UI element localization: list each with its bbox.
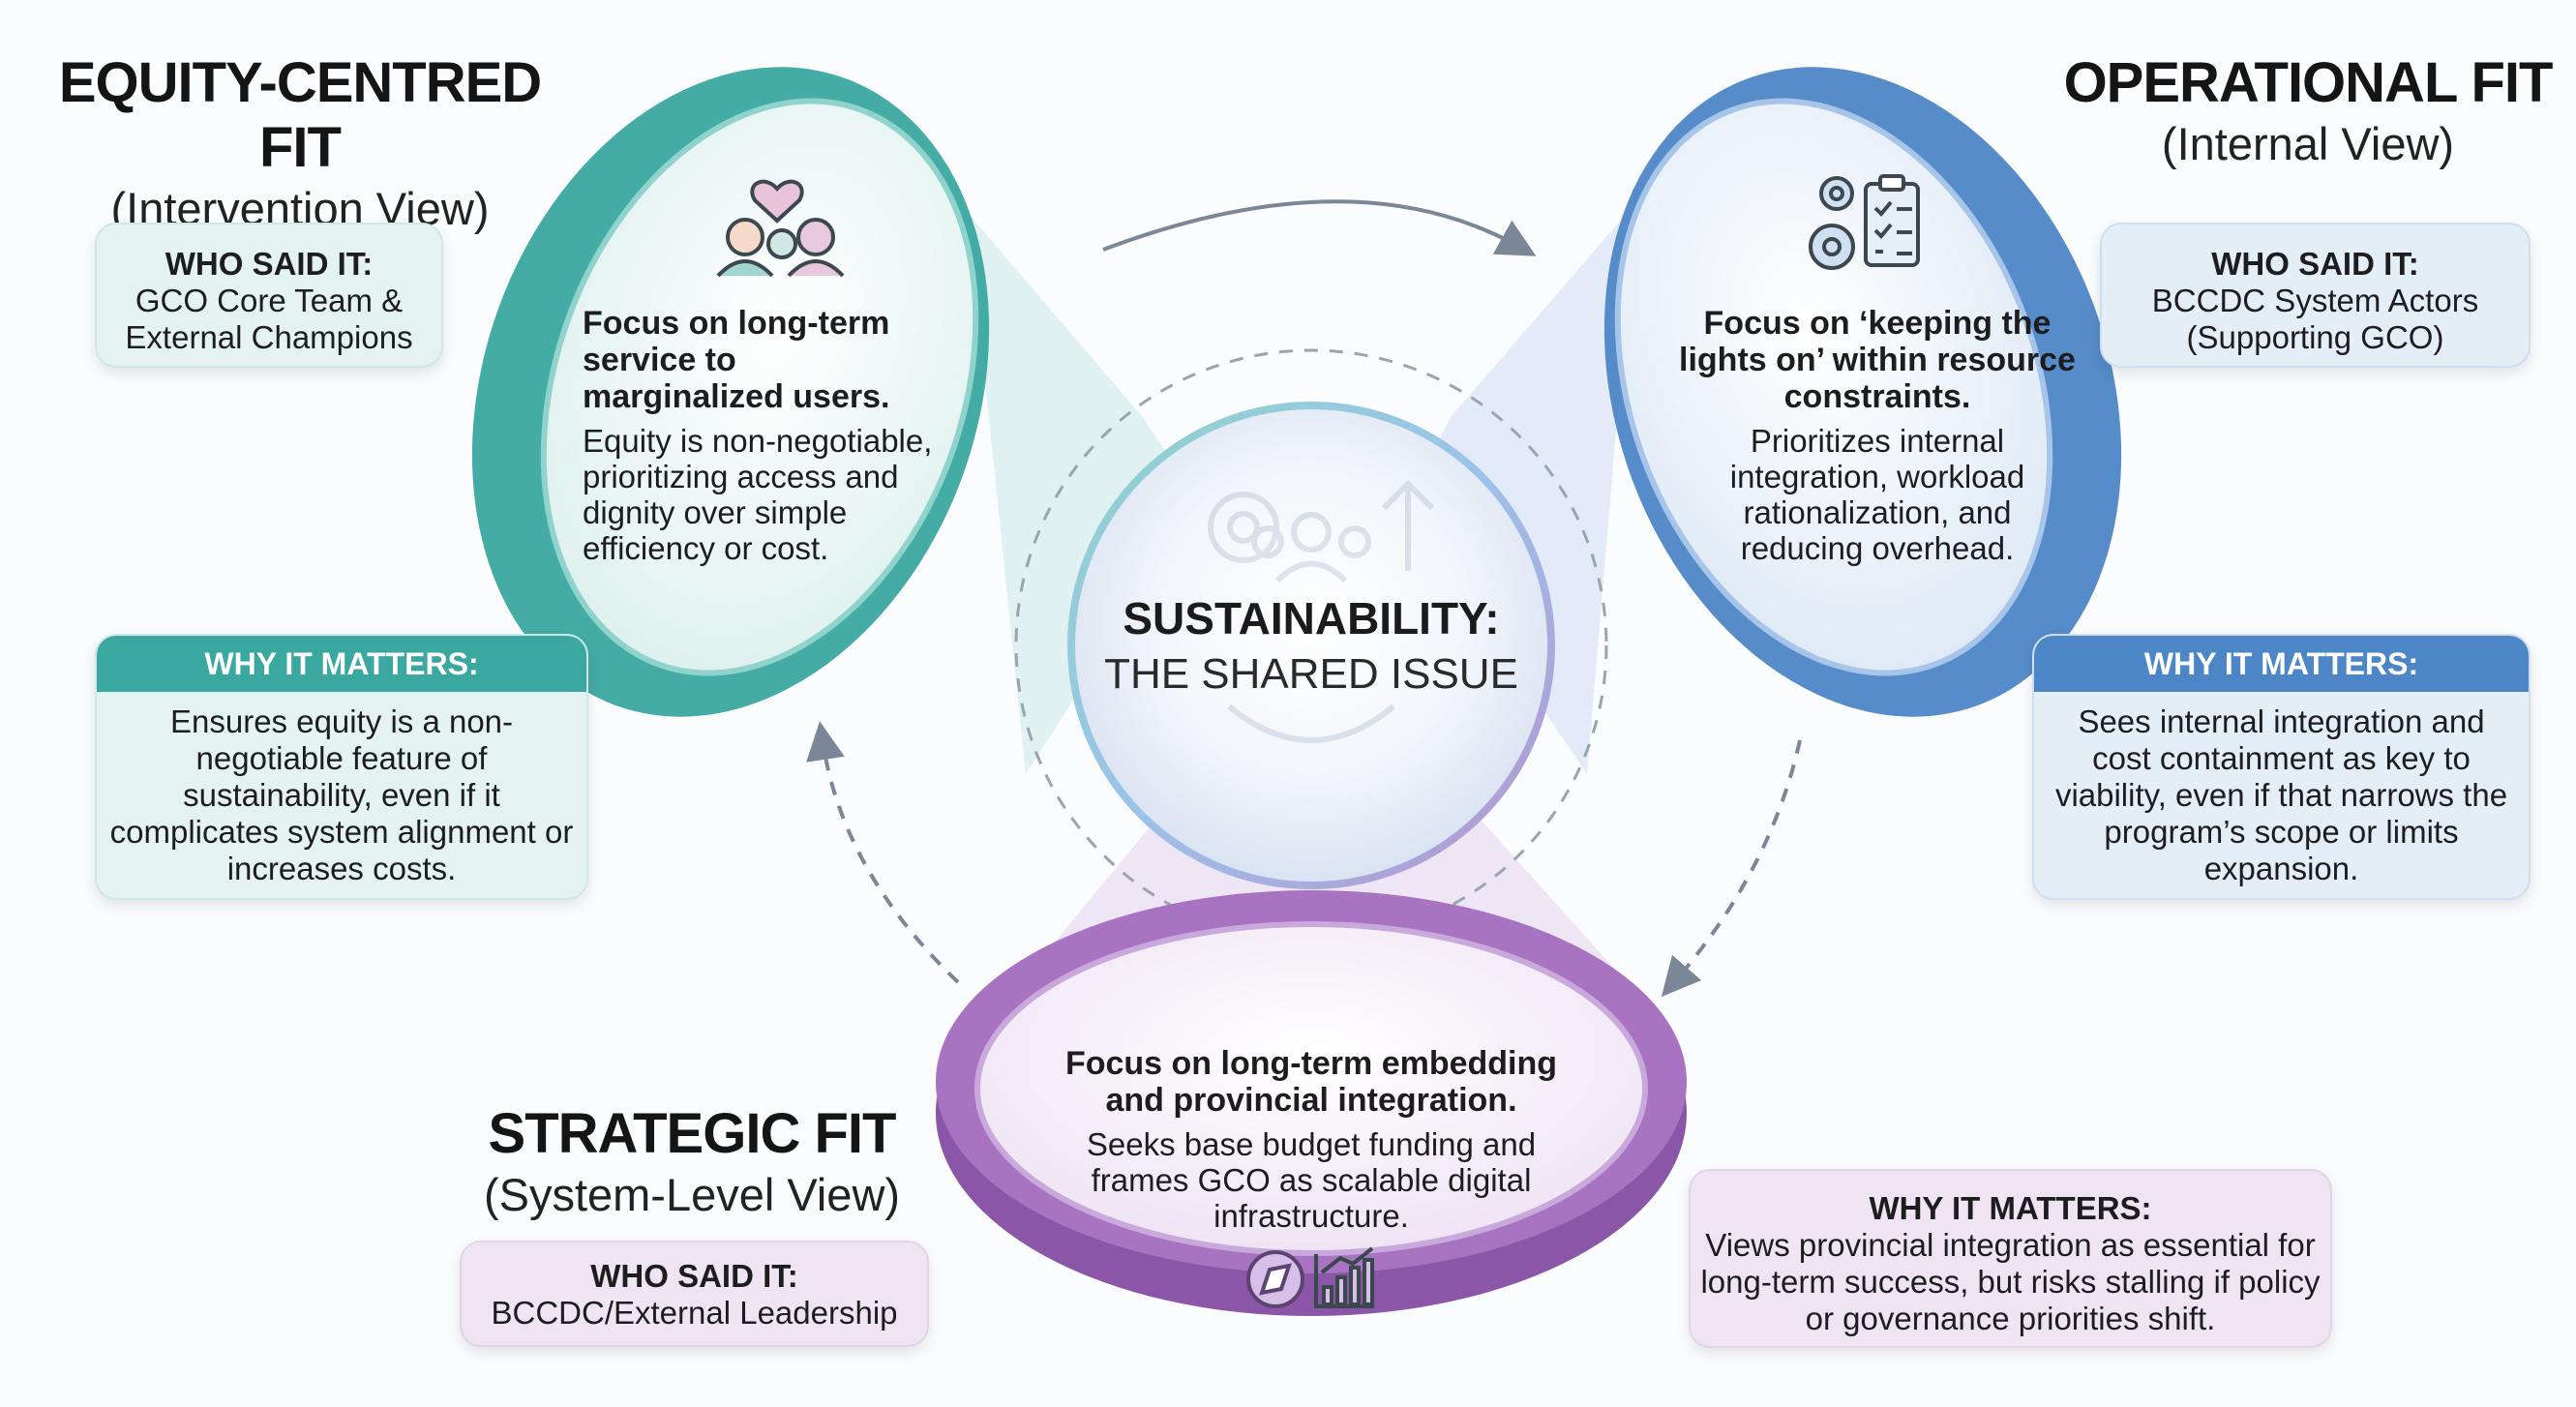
operational-why-value: Sees internal integration and cost conta…	[2054, 704, 2508, 886]
growth-chart-icon	[1314, 1246, 1374, 1308]
equity-who-box: WHO SAID IT: GCO Core Team & External Ch…	[95, 223, 443, 368]
operational-focus: Focus on ‘keeping the lights on’ within …	[1679, 305, 2076, 415]
strategic-description: Seeks base budget funding and frames GCO…	[1086, 1126, 1537, 1234]
equity-why-label: WHY IT MATTERS:	[97, 636, 586, 692]
operational-why-box: WHY IT MATTERS: Sees internal integratio…	[2032, 634, 2531, 900]
strategic-who-box: WHO SAID IT: BCCDC/External Leadership	[460, 1241, 929, 1347]
operational-lens-text: Focus on ‘keeping the lights on’ within …	[1679, 305, 2076, 566]
strategic-why-label: WHY IT MATTERS:	[1869, 1190, 2152, 1226]
strategic-title: STRATEGIC FIT	[488, 1102, 897, 1165]
operational-subtitle: (Internal View)	[2161, 118, 2455, 169]
strategic-lens	[936, 890, 1687, 1316]
operational-description: Prioritizes internal integration, worklo…	[1729, 423, 2025, 566]
equity-lens	[471, 67, 990, 717]
strategic-why-box: WHY IT MATTERS: Views provincial integra…	[1689, 1169, 2332, 1348]
center-subtitle: THE SHARED ISSUE	[1104, 650, 1518, 698]
operational-title: OPERATIONAL FIT	[2063, 51, 2554, 114]
operational-who-label: WHO SAID IT:	[2211, 246, 2419, 282]
blue-beam	[1403, 203, 1635, 774]
strategic-focus: Focus on long-term embedding and provinc…	[1064, 1045, 1558, 1119]
equity-why-box: WHY IT MATTERS: Ensures equity is a non-…	[95, 634, 588, 900]
operational-who-value: BCCDC System Actors (Supporting GCO)	[2151, 283, 2479, 355]
strategic-lens-text: Focus on long-term embedding and provinc…	[1055, 1045, 1568, 1234]
equity-why-value: Ensures equity is a non-negotiable featu…	[109, 704, 574, 886]
center-sphere	[1067, 402, 1555, 889]
arrow-right	[1661, 739, 1802, 998]
equity-who-label: WHO SAID IT:	[165, 246, 374, 282]
operational-title-block: OPERATIONAL FIT (Internal View)	[2061, 50, 2555, 170]
strategic-title-block: STRATEGIC FIT (System-Level View)	[464, 1101, 919, 1221]
equity-title: EQUITY-CENTRED FIT	[58, 51, 542, 179]
people-heart-icon	[716, 179, 845, 278]
equity-focus: Focus on long-term service to marginaliz…	[583, 305, 890, 415]
compass-icon	[1246, 1250, 1304, 1308]
arrow-top	[1102, 199, 1537, 256]
operational-who-box: WHO SAID IT: BCCDC System Actors (Suppor…	[2100, 223, 2531, 368]
strategic-who-label: WHO SAID IT:	[590, 1258, 798, 1294]
strategic-subtitle: (System-Level View)	[483, 1169, 901, 1220]
gears-clipboard-icon	[1809, 174, 1920, 270]
strategic-who-value: BCCDC/External Leadership	[491, 1295, 898, 1331]
equity-who-value: GCO Core Team & External Champions	[125, 283, 413, 355]
equity-title-block: EQUITY-CENTRED FIT (Intervention View)	[19, 50, 581, 235]
center-watermark-icon	[1208, 479, 1435, 743]
operational-lens	[1603, 67, 2122, 717]
equity-lens-text: Focus on long-term service to marginaliz…	[583, 305, 941, 566]
equity-description: Equity is non-negotiable, prioritizing a…	[583, 423, 933, 566]
teal-beam	[968, 213, 1200, 774]
center-label: SUSTAINABILITY: THE SHARED ISSUE	[1069, 592, 1553, 699]
operational-why-label: WHY IT MATTERS:	[2034, 636, 2529, 692]
center-title: SUSTAINABILITY:	[1123, 593, 1500, 644]
arrow-left	[806, 721, 960, 984]
strategic-why-value: Views provincial integration as essentia…	[1700, 1227, 2321, 1336]
